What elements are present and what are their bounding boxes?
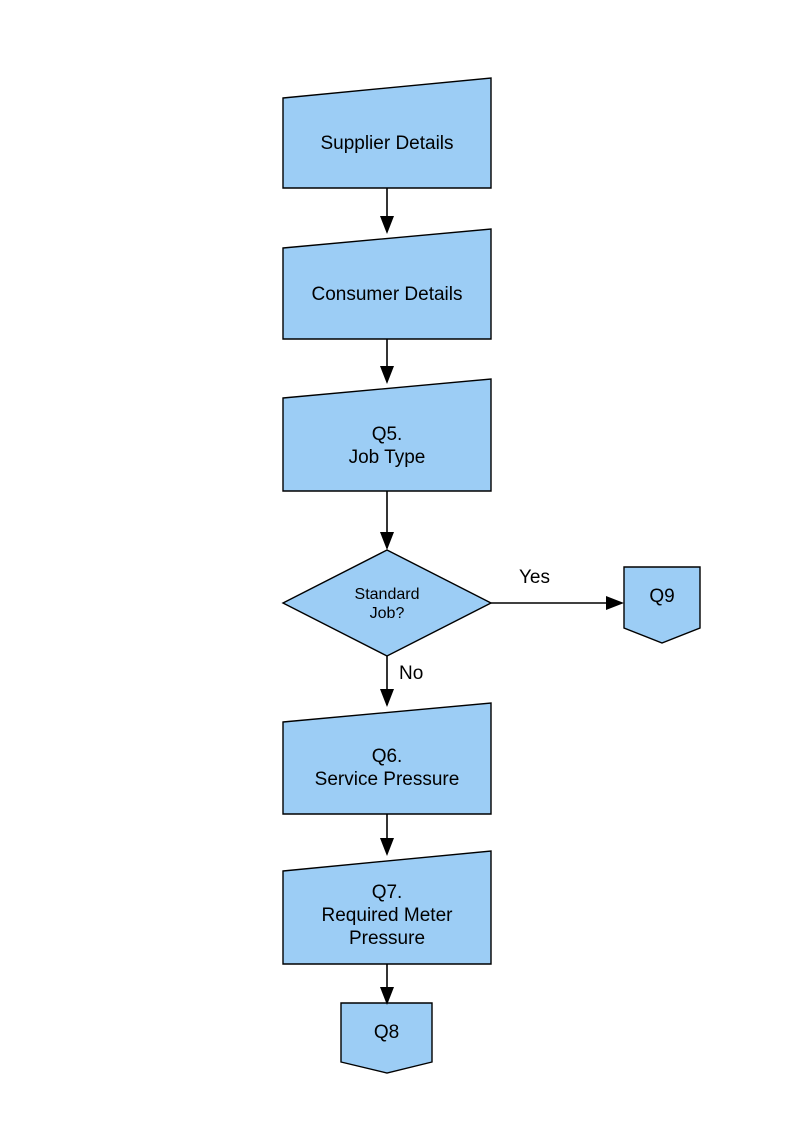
node-q5-job-type-shape[interactable] (282, 378, 492, 492)
node-q8-shape[interactable] (340, 1002, 433, 1074)
edge-label-yes: Yes (519, 567, 550, 588)
edge-q6-to-q7-arrowhead (380, 838, 394, 856)
node-q9-shape[interactable] (623, 566, 701, 644)
node-standard-job-decision-shape[interactable] (281, 549, 493, 657)
edge-decision-to-q9-arrowhead (606, 596, 624, 610)
node-q6-service-pressure-shape[interactable] (282, 702, 492, 815)
edge-label-no: No (399, 663, 424, 684)
node-consumer-details-shape[interactable] (282, 228, 492, 340)
edge-q7-to-q8-arrowhead (380, 987, 394, 1005)
edge-decision-to-q6-arrowhead (380, 689, 394, 707)
edge-q5-to-decision-arrowhead (380, 532, 394, 550)
edge-supplier-to-consumer-arrowhead (380, 216, 394, 234)
node-q7-required-meter-pressure-shape[interactable] (282, 850, 492, 965)
edge-consumer-to-q5-arrowhead (380, 366, 394, 384)
node-supplier-details-shape[interactable] (282, 77, 492, 189)
